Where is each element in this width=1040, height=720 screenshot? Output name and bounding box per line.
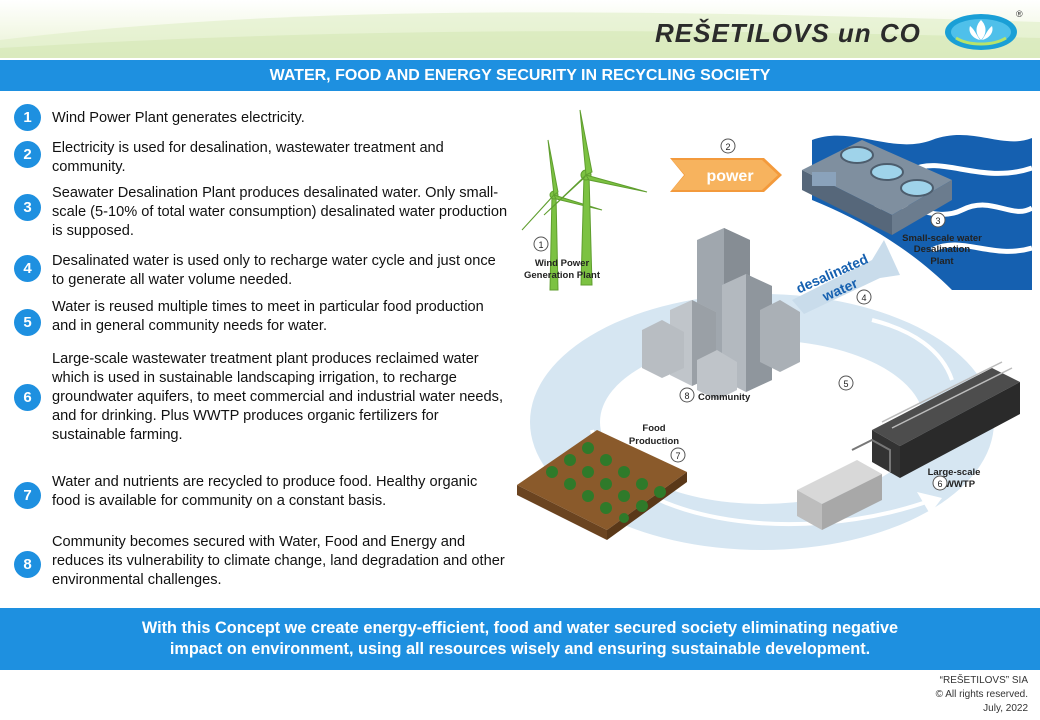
food-number: 7	[675, 451, 680, 461]
list-item-text: Water and nutrients are recycled to prod…	[52, 474, 478, 509]
wwtp-icon	[797, 361, 1020, 530]
wwtp-number: 6	[937, 479, 942, 489]
brand-name: REŠETILOVS un CO	[655, 18, 921, 48]
community-label: Community	[698, 392, 751, 403]
desal-label-2: Desalination	[914, 244, 971, 255]
list-item-text: Desalinated water is used only to rechar…	[52, 253, 496, 288]
desalinated-number: 4	[861, 293, 866, 303]
wind-number: 1	[538, 240, 543, 250]
number-badge: 8	[14, 551, 41, 578]
list-item-text: Wind Power Plant generates electricity.	[52, 110, 305, 126]
list-item-text: Water is reused multiple times to meet i…	[52, 299, 484, 334]
wind-turbine-icon	[521, 109, 648, 291]
list-item-text: Seawater Desalination Plant produces des…	[52, 185, 508, 239]
company-logo-icon	[945, 14, 1017, 50]
copyright-line-2: © All rights reserved.	[935, 689, 1028, 700]
number-marker	[838, 375, 854, 391]
number-badge: 2	[14, 141, 41, 168]
list-item-text: Large-scale wastewater treatment plant p…	[52, 351, 504, 443]
community-number: 8	[684, 391, 689, 401]
cycle-number: 5	[843, 379, 848, 389]
wind-label-2: Generation Plant	[524, 270, 601, 281]
number-marker	[533, 236, 549, 252]
number-marker	[670, 447, 686, 463]
number-badge: 1	[14, 104, 41, 131]
copyright-line-1: “REŠETILOVS” SIA	[939, 675, 1028, 686]
desal-label-3: Plant	[930, 256, 954, 267]
number-marker	[856, 289, 872, 305]
number-marker	[679, 387, 695, 403]
title-bar: WATER, FOOD AND ENERGY SECURITY IN RECYC…	[0, 60, 1040, 91]
recycling-diagram: power desalinated water	[517, 109, 1032, 550]
number-badge: 7	[14, 482, 41, 509]
footer-statement: With this Concept we create energy-effic…	[60, 618, 980, 660]
footer-line-1: With this Concept we create energy-effic…	[141, 619, 899, 637]
number-badge: 4	[14, 255, 41, 282]
list-item-text: Community becomes secured with Water, Fo…	[52, 534, 505, 588]
footer-bar	[0, 608, 1040, 670]
food-label-2: Production	[629, 436, 679, 447]
food-label-1: Food	[642, 423, 665, 434]
desalination-plant-icon	[802, 140, 952, 235]
number-marker	[720, 138, 736, 154]
power-label: power	[706, 168, 753, 185]
footer-line-2: impact on environment, using all resourc…	[169, 640, 871, 658]
header-swoosh	[0, 12, 1040, 58]
number-marker	[930, 212, 946, 228]
power-number: 2	[725, 142, 730, 152]
number-badge: 3	[14, 194, 41, 221]
copyright-line-3: July, 2022	[983, 703, 1028, 714]
power-arrow: power	[670, 158, 782, 192]
community-buildings-icon	[642, 228, 800, 400]
header: REŠETILOVS un CO ®	[0, 0, 1040, 58]
number-badge: 5	[14, 309, 41, 336]
wwtp-label-2: WWTP	[945, 479, 976, 490]
number-badge: 6	[14, 384, 41, 411]
page-title: WATER, FOOD AND ENERGY SECURITY IN RECYC…	[269, 66, 771, 84]
number-marker	[932, 475, 948, 491]
farm-field-icon	[517, 430, 687, 540]
diagram-labels: 2 1 Wind Power Generation Plant 3 Small-…	[524, 138, 982, 491]
wind-label-1: Wind Power	[535, 258, 590, 269]
desal-number: 3	[935, 216, 940, 226]
list-item-text: Electricity is used for desalination, wa…	[52, 140, 444, 175]
copyright-block: “REŠETILOVS” SIA © All rights reserved. …	[936, 674, 1028, 716]
desal-label-1: Small-scale water	[902, 233, 982, 244]
registered-mark: ®	[1016, 9, 1023, 19]
wwtp-label-1: Large-scale	[928, 467, 981, 478]
